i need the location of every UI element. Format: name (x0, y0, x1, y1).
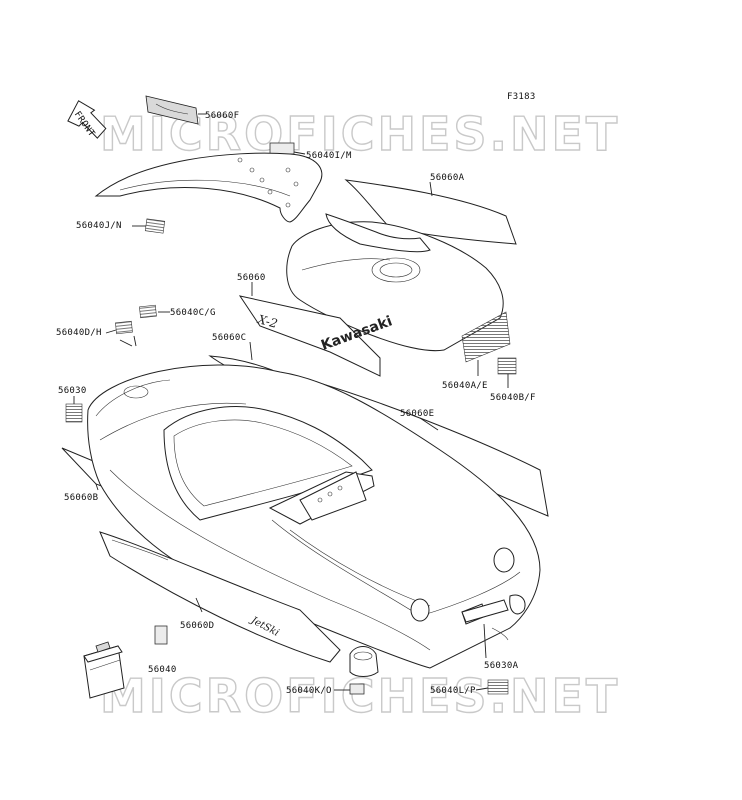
decal-56060f-icon (145, 95, 199, 125)
label-56060f: 56060F (205, 111, 239, 121)
label-56060b: 56060B (64, 493, 98, 503)
label-56060c: 56060C (212, 333, 246, 343)
hull-part-icon (87, 364, 541, 669)
watermark-bottom: MICROFICHES.NET (100, 669, 620, 723)
owners-pouch-icon (83, 641, 125, 699)
decal-56040cg-icon (139, 304, 157, 319)
label-56040ae: 56040A/E (442, 381, 488, 391)
rear-cover-part-icon (94, 152, 323, 223)
decal-56040bf-icon (497, 357, 517, 375)
figure-id: F3183 (507, 92, 536, 102)
label-56040lp: 56040L/P (430, 686, 476, 696)
decal-56040-icon (154, 625, 168, 645)
label-56060e: 56060E (400, 409, 434, 419)
label-56060d: 56060D (180, 621, 214, 631)
label-56040jn: 56040J/N (76, 221, 122, 231)
label-56040: 56040 (148, 665, 177, 675)
label-56030a: 56030A (484, 661, 519, 671)
label-56040ko: 56040K/O (286, 686, 332, 696)
label-56040cg: 56040C/G (170, 308, 216, 318)
label-56040dh: 56040D/H (56, 328, 102, 338)
label-56040bf: 56040B/F (490, 393, 536, 403)
cap-part-icon (349, 646, 379, 677)
label-56030: 56030 (58, 386, 87, 396)
label-56040im: 56040I/M (306, 151, 352, 161)
decal-56060a-icon (344, 179, 517, 245)
label-56060: 56060 (237, 273, 266, 283)
decal-56040lp-icon (487, 679, 509, 695)
decal-56040ko-icon (349, 683, 365, 695)
decal-56030-icon (65, 403, 83, 423)
label-56060a: 56060A (430, 173, 465, 183)
decal-56040jn-icon (144, 218, 166, 234)
spring-icon (491, 627, 509, 641)
svg-text:X-2: X-2 (255, 312, 279, 331)
decal-56030a-icon (461, 599, 509, 623)
decal-56040ae-icon (461, 311, 511, 363)
decal-56040im-icon (269, 142, 295, 155)
decal-56040dh-icon (115, 320, 133, 335)
